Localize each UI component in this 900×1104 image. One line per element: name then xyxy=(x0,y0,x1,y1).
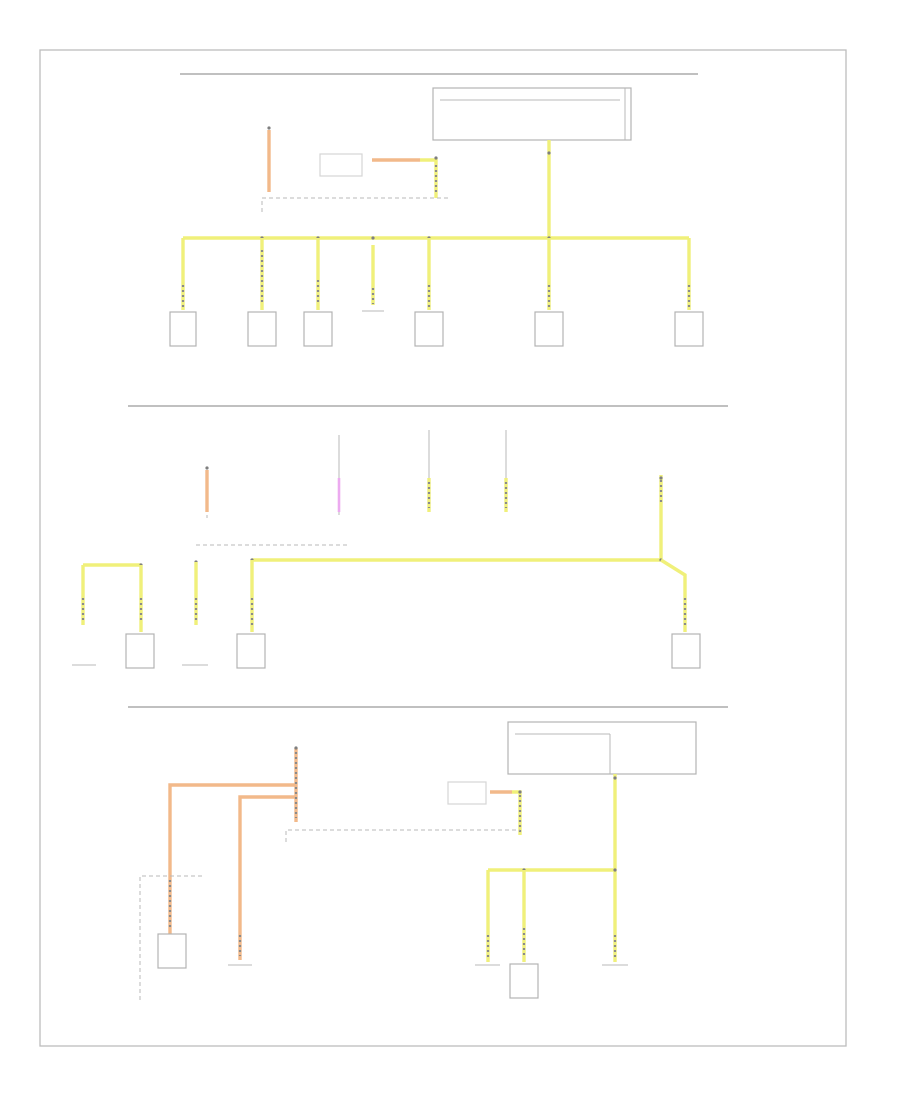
component-box xyxy=(157,933,187,969)
component-box xyxy=(303,311,333,347)
component-box xyxy=(125,633,155,669)
component-box xyxy=(169,311,197,347)
component-box xyxy=(534,311,564,347)
bottom-section xyxy=(139,721,697,1000)
fuse-box-top xyxy=(432,87,632,141)
diagram-frame xyxy=(39,49,847,1047)
component-box xyxy=(414,311,444,347)
component-box xyxy=(509,963,539,999)
component-box xyxy=(236,633,266,669)
component-box xyxy=(671,633,701,669)
fuse-box-bottom xyxy=(507,721,697,775)
top-section xyxy=(169,87,704,347)
component-box xyxy=(247,311,277,347)
component-box xyxy=(674,311,704,347)
middle-section xyxy=(72,430,701,669)
